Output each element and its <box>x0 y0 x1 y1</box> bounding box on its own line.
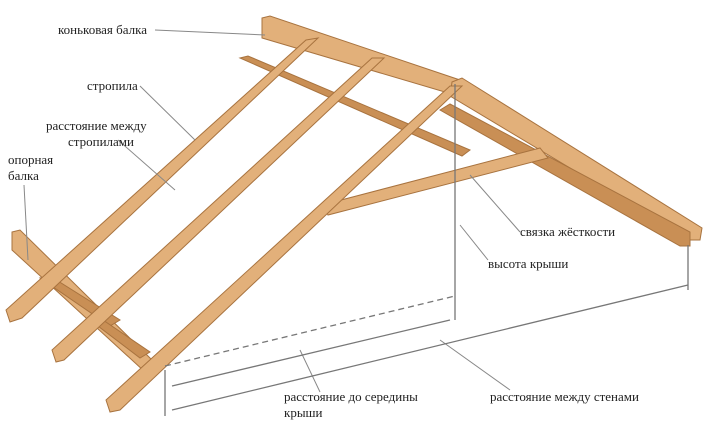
label-rafters: стропила <box>87 78 138 93</box>
label-support-beam-2: балка <box>8 168 39 183</box>
gable-rafter-upper <box>449 77 703 241</box>
label-tie-brace: связка жёсткости <box>520 224 616 239</box>
rafter-2 <box>51 57 386 363</box>
leader-support <box>23 184 29 261</box>
label-rafter-spacing-1: расстояние между <box>46 118 147 133</box>
label-rafter-spacing-2: стропилами <box>68 134 134 149</box>
rafter-1 <box>5 37 320 323</box>
leader-height <box>459 224 489 261</box>
leader-ridge <box>154 29 266 36</box>
leader-tie <box>469 174 521 233</box>
distance-to-middle-arrow <box>171 319 451 387</box>
label-distance-to-middle-1: расстояние до середины <box>284 389 418 404</box>
leader-rafters <box>139 85 196 141</box>
leader-walls <box>439 339 511 391</box>
gable-rafter-lower <box>439 103 691 247</box>
leader-middle <box>299 349 321 393</box>
leader-spacing <box>117 139 176 191</box>
label-roof-height: высота крыши <box>488 256 569 271</box>
rafter-3 <box>105 85 464 413</box>
label-distance-between-walls: расстояние между стенами <box>490 389 639 404</box>
label-support-beam-1: опорная <box>8 152 54 167</box>
label-distance-to-middle-2: крыши <box>284 405 323 420</box>
distance-between-walls-arrow <box>171 284 689 411</box>
label-ridge-beam: коньковая балка <box>58 22 148 37</box>
